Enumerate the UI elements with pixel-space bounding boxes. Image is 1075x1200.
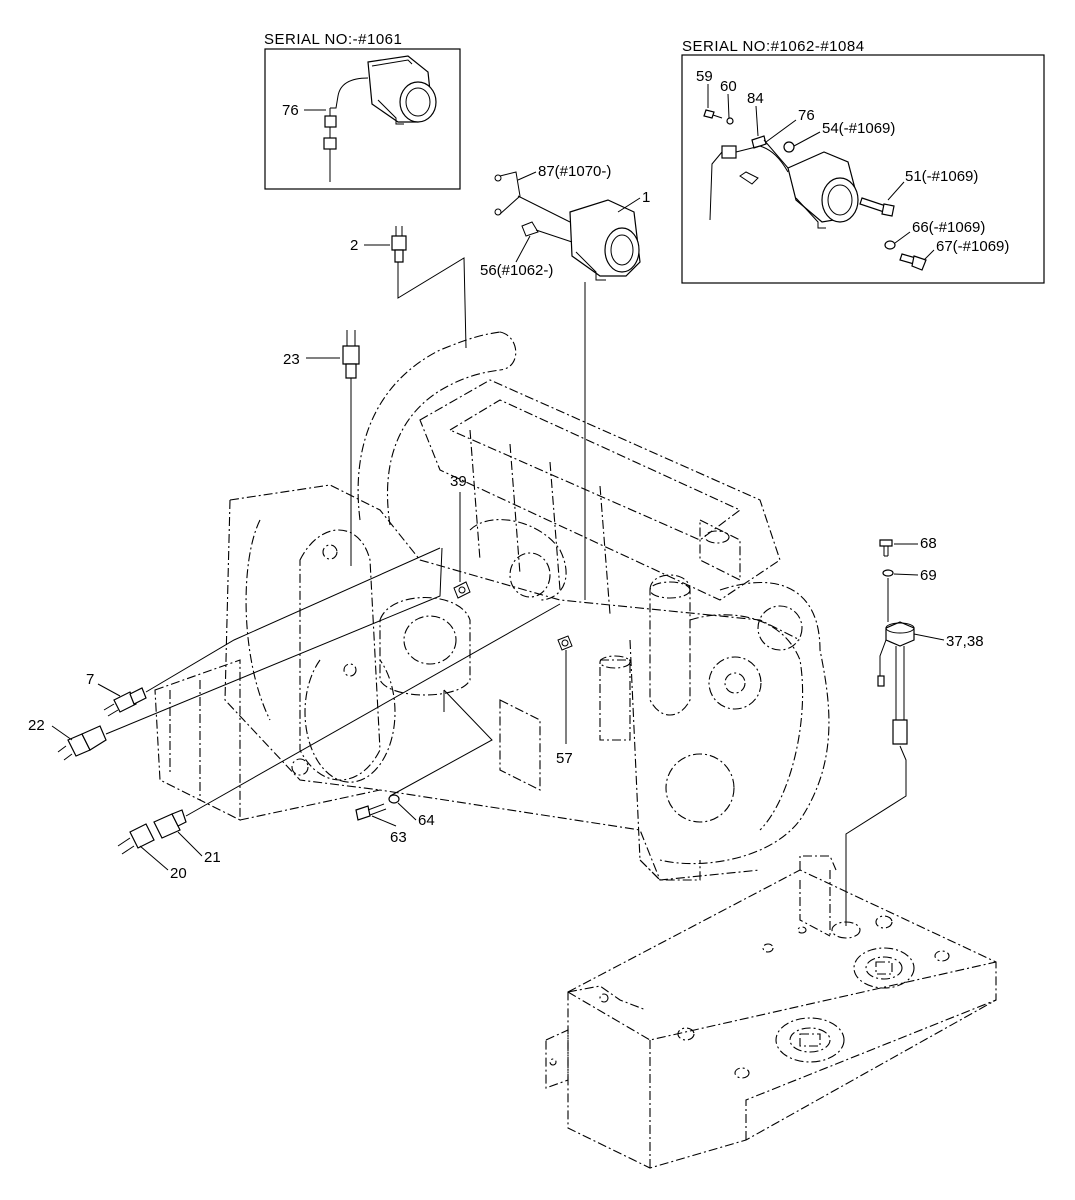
leader-sensor-22 bbox=[105, 547, 443, 735]
bolt-51 bbox=[859, 197, 895, 217]
adapter-21 bbox=[153, 809, 187, 839]
screw-68 bbox=[879, 539, 893, 557]
inset-right-frame bbox=[681, 54, 1045, 284]
fuel-pump-inset-left bbox=[367, 55, 437, 125]
grommet-54 bbox=[783, 141, 795, 153]
label-56: 56(#1062-) bbox=[480, 262, 553, 279]
inset-serial-1061: SERIAL NO:-#1061 76 bbox=[264, 31, 461, 190]
sensor-7 bbox=[103, 687, 147, 717]
label-87: 87(#1070-) bbox=[538, 163, 611, 180]
leader-level-sensor bbox=[845, 745, 907, 926]
inset-serial-1062-1084: SERIAL NO:#1062-#1084 bbox=[681, 38, 1045, 284]
label-51: 51(-#1069) bbox=[905, 168, 978, 185]
bolt-67 bbox=[899, 253, 927, 271]
inset-left-frame bbox=[264, 48, 461, 190]
label-59: 59 bbox=[696, 68, 713, 85]
clip-87 bbox=[494, 171, 571, 223]
label-1: 1 bbox=[642, 189, 650, 206]
clip-39 bbox=[453, 581, 471, 599]
label-22: 22 bbox=[28, 717, 45, 734]
clip-57 bbox=[557, 635, 573, 651]
label-63: 63 bbox=[390, 829, 407, 846]
label-64: 64 bbox=[418, 812, 435, 829]
screw-59 bbox=[703, 109, 723, 119]
label-69: 69 bbox=[920, 567, 937, 584]
engine-outline bbox=[154, 331, 830, 881]
harness-inset-right bbox=[709, 145, 789, 221]
fuel-tank-outline bbox=[545, 855, 997, 1169]
label-76-right: 76 bbox=[798, 107, 815, 124]
inset-right-header: SERIAL NO:#1062-#1084 bbox=[682, 38, 865, 55]
clamp-56 bbox=[521, 221, 573, 243]
leader-sensor-7 bbox=[145, 547, 441, 693]
label-66: 66(-#1069) bbox=[912, 219, 985, 236]
label-76-left: 76 bbox=[282, 102, 299, 119]
fuel-pump-inset-right bbox=[787, 151, 859, 229]
label-37-38: 37,38 bbox=[946, 633, 984, 650]
label-54: 54(-#1069) bbox=[822, 120, 895, 137]
label-39: 39 bbox=[450, 473, 467, 490]
label-84: 84 bbox=[747, 90, 764, 107]
inset-left-header: SERIAL NO:-#1061 bbox=[264, 31, 402, 48]
sensor-22 bbox=[57, 725, 107, 761]
washer-60 bbox=[726, 117, 734, 125]
washer-69 bbox=[882, 569, 894, 577]
washer-66 bbox=[884, 240, 896, 250]
sensor-23 bbox=[342, 330, 360, 379]
label-57: 57 bbox=[556, 750, 573, 767]
label-60: 60 bbox=[720, 78, 737, 95]
label-21: 21 bbox=[204, 849, 221, 866]
leader-63-64 bbox=[389, 689, 493, 797]
label-68: 68 bbox=[920, 535, 937, 552]
label-7: 7 bbox=[86, 671, 94, 688]
bracket-84 bbox=[751, 135, 789, 169]
label-23: 23 bbox=[283, 351, 300, 368]
label-2: 2 bbox=[350, 237, 358, 254]
leader-sensor-2 bbox=[397, 257, 467, 349]
sensor-20 bbox=[117, 823, 155, 855]
label-20: 20 bbox=[170, 865, 187, 882]
label-67: 67(-#1069) bbox=[936, 238, 1009, 255]
fuel-pump-1 bbox=[569, 199, 641, 281]
fuel-level-sensor-37-38 bbox=[877, 621, 915, 745]
washer-64 bbox=[388, 794, 400, 804]
bolt-63 bbox=[355, 803, 387, 821]
sensor-2 bbox=[391, 226, 407, 263]
leader-sensor-20 bbox=[185, 603, 561, 817]
wiring-harness-inset-left bbox=[323, 77, 369, 182]
